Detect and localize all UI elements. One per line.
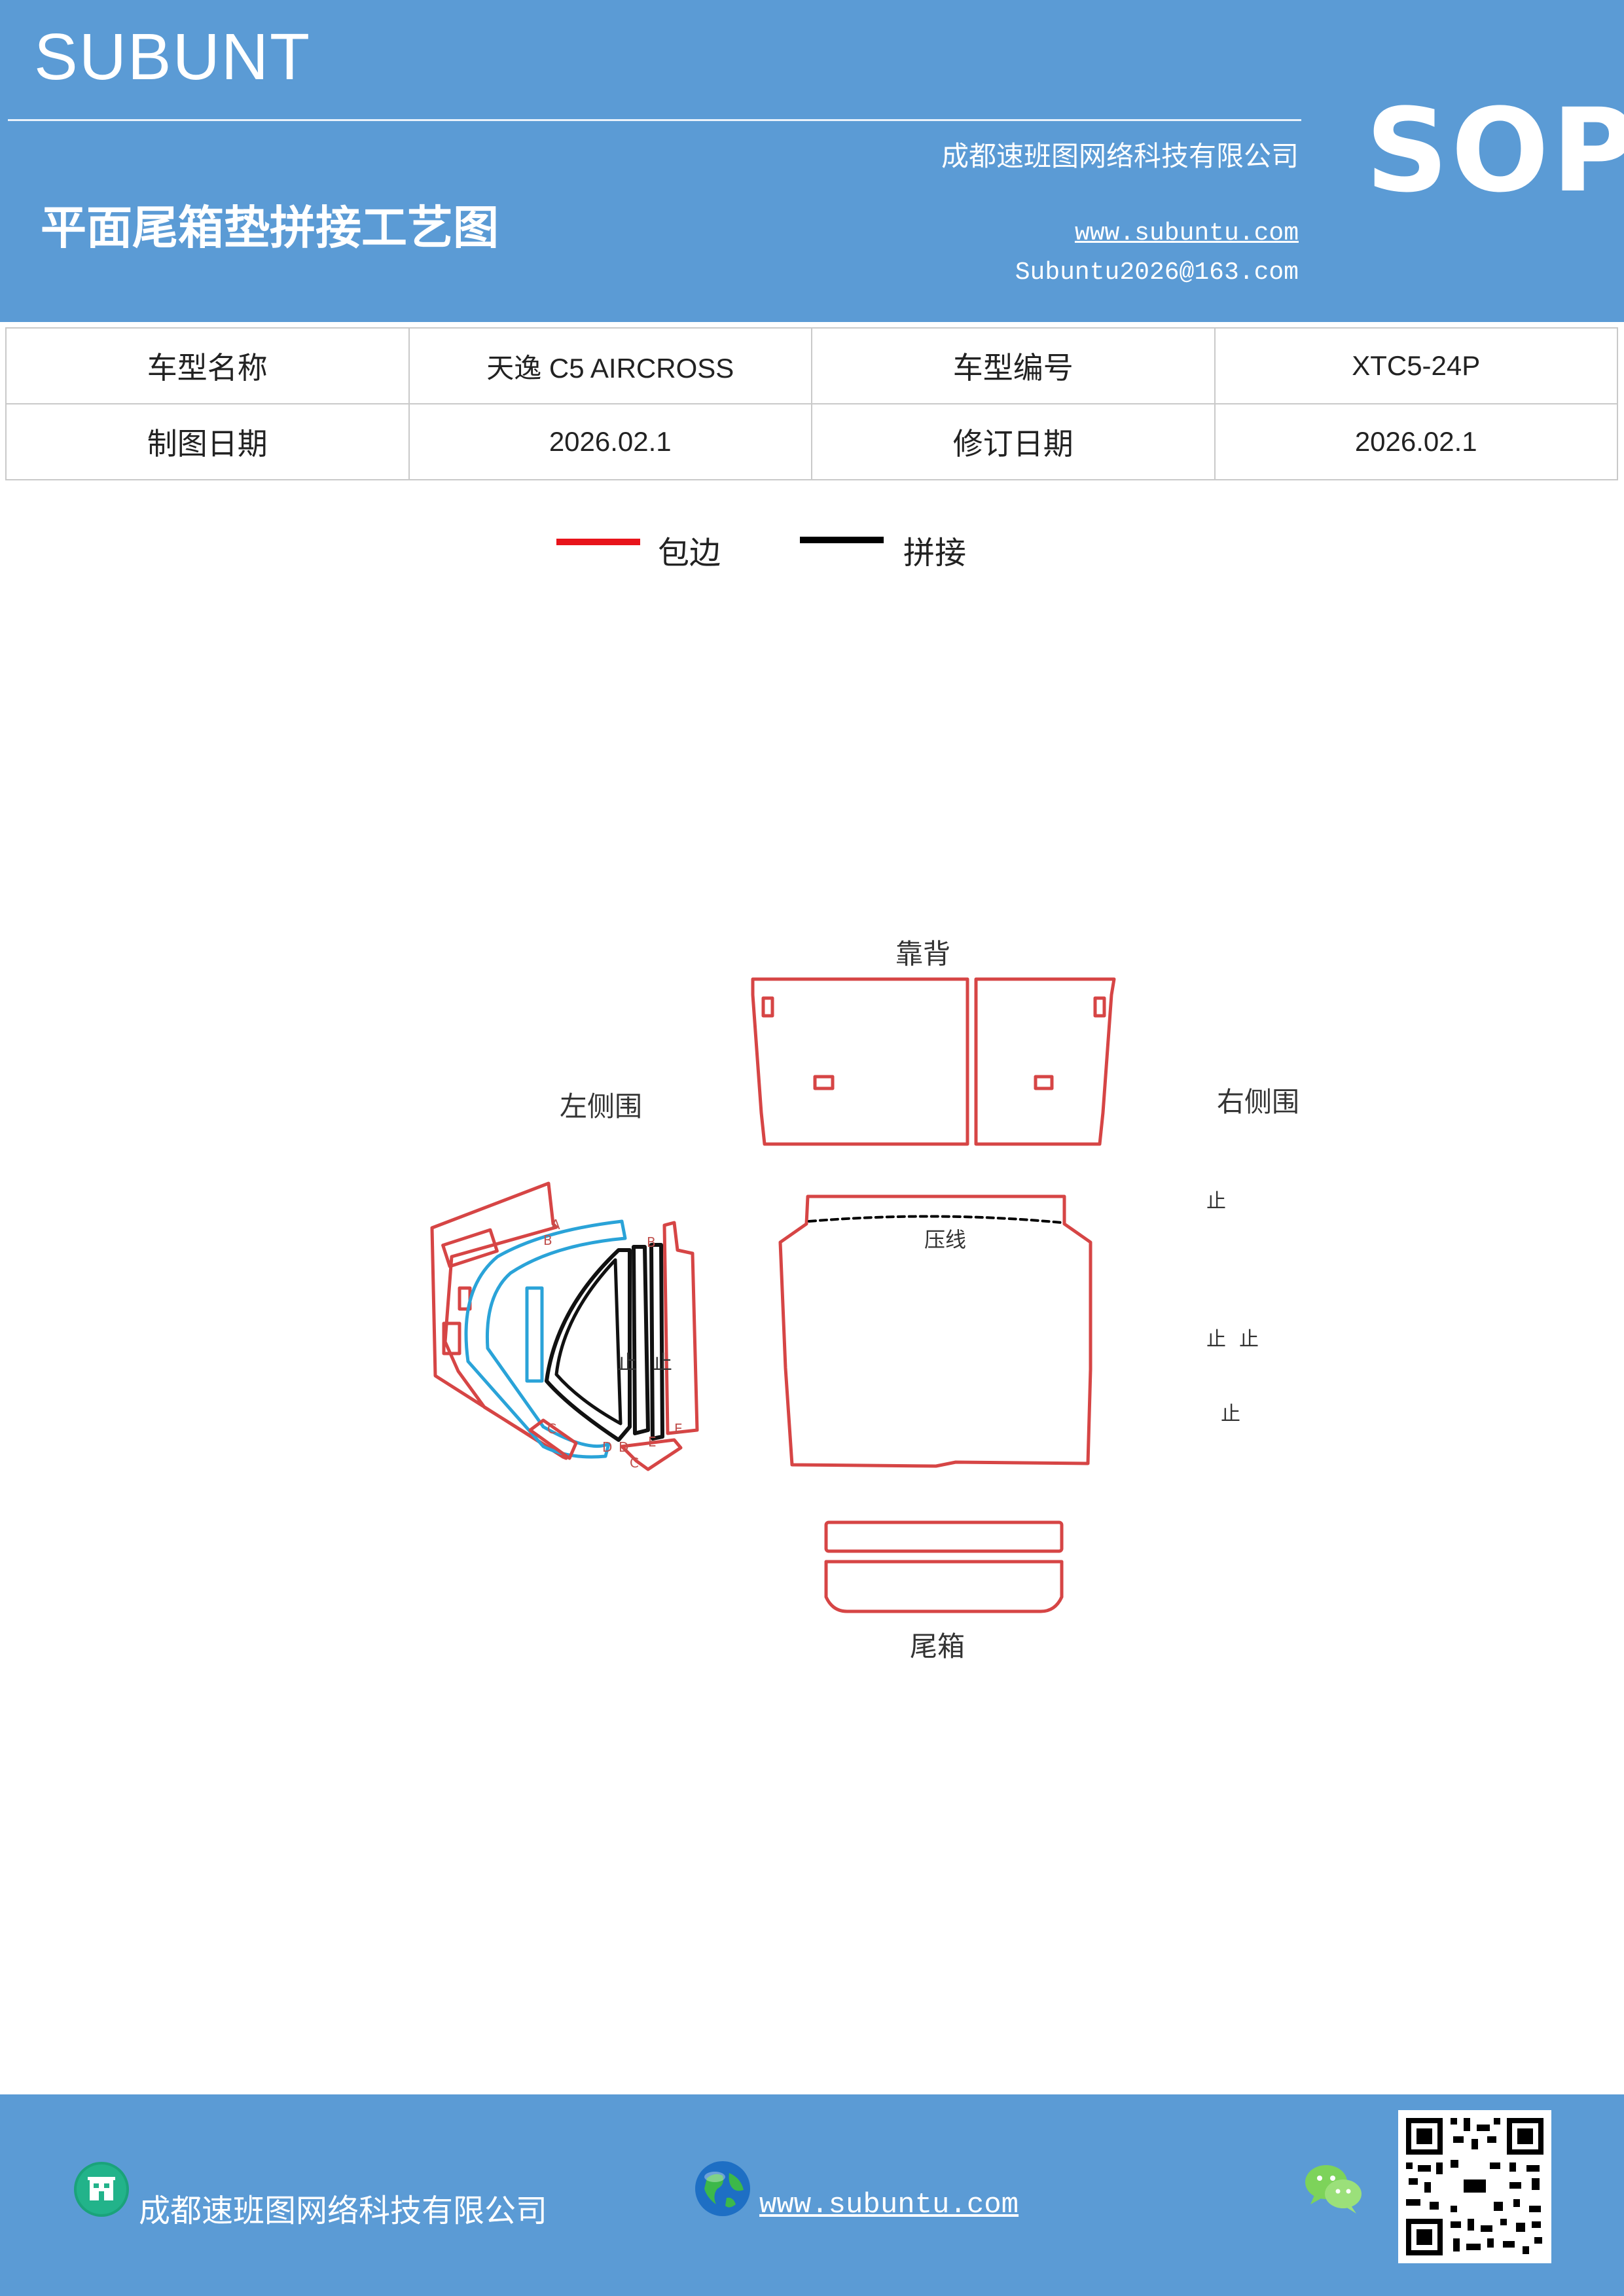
left-side-label: 左侧围: [560, 1090, 642, 1122]
table-row: 车型名称 天逸 C5 AIRCROSS 车型编号 XTC5-24P: [5, 327, 1618, 404]
revise-date-value: 2026.02.1: [1214, 403, 1618, 480]
left-bottom-piece: [620, 1438, 683, 1471]
seam-letter: C: [547, 1421, 556, 1437]
seam-letter: B: [647, 1234, 656, 1250]
info-table: 车型名称 天逸 C5 AIRCROSS 车型编号 XTC5-24P 制图日期 2…: [5, 327, 1618, 480]
stop-mark: 止: [1239, 1328, 1259, 1351]
legend-edge-label: 包边: [658, 535, 721, 571]
backrest-slot: [1093, 996, 1106, 1018]
backrest-slot: [761, 996, 774, 1018]
trunk-strips: [824, 1520, 1064, 1613]
seam-letter: A: [551, 1217, 560, 1232]
left-side-panel: [430, 1181, 699, 1471]
document-title: 平面尾箱垫拼接工艺图: [41, 201, 499, 255]
sop-badge: SOP: [1365, 84, 1624, 218]
left-bottom-piece: [528, 1418, 578, 1460]
left-joint-strip: [632, 1245, 650, 1435]
wechat-icon: [1305, 2165, 1362, 2214]
seam-letter: E: [648, 1434, 657, 1450]
left-outer-edge: [430, 1181, 568, 1460]
stop-mark: 止: [1206, 1328, 1226, 1351]
email-address: Subuntu2026@163.com: [1015, 259, 1299, 287]
seam-letter: D: [619, 1439, 628, 1455]
stop-mark: 止: [1206, 1190, 1226, 1213]
left-inner-strip: [525, 1286, 544, 1383]
draw-date-value: 2026.02.1: [408, 403, 812, 480]
stop-mark: 止: [653, 1352, 672, 1374]
trunk-label: 尾箱: [910, 1630, 965, 1662]
header-divider: [8, 119, 1301, 121]
backrest-label: 靠背: [895, 938, 950, 970]
brand-name: SUBUNT: [34, 20, 312, 94]
right-side-label: 右侧围: [1217, 1086, 1299, 1118]
seam-letter: D: [602, 1439, 612, 1455]
backrest-right-panel: [974, 977, 1116, 1146]
header-banner: SUBUNT 成都速班图网络科技有限公司 SOP 平面尾箱垫拼接工艺图 www.…: [0, 0, 1624, 322]
draw-date-label: 制图日期: [5, 403, 410, 480]
legend-edge-swatch: [556, 539, 640, 545]
left-joint-panel: [545, 1248, 632, 1442]
legend-joint-swatch: [800, 537, 884, 543]
backrest-slot: [1034, 1075, 1054, 1090]
footer-website[interactable]: www.subuntu.com: [759, 2189, 1019, 2221]
stop-mark: 止: [1221, 1403, 1240, 1426]
backrest-panels: [751, 977, 1116, 1146]
footer-company: 成都速班图网络科技有限公司: [139, 2193, 548, 2229]
seam-letter: C: [630, 1455, 639, 1471]
seam-letter: B: [543, 1232, 552, 1248]
left-joint-strip: [649, 1243, 664, 1441]
model-name-label: 车型名称: [5, 327, 410, 404]
website-link[interactable]: www.subuntu.com: [1074, 219, 1299, 247]
left-blue-edge: [464, 1219, 627, 1459]
backrest-slot: [813, 1075, 835, 1090]
revise-date-label: 修订日期: [811, 403, 1216, 480]
model-name-value: 天逸 C5 AIRCROSS: [408, 327, 812, 404]
qr-code[interactable]: [1398, 2110, 1551, 2263]
cutting-diagram: 靠背 左侧围 右侧围 压线 尾箱 止 止 止 止 止 止 A B B C C D…: [430, 938, 1299, 1662]
floor-panel: [778, 1194, 1092, 1468]
crease-label: 压线: [924, 1227, 966, 1252]
globe-icon: [695, 2161, 750, 2216]
left-end-strip: [662, 1221, 699, 1435]
table-row: 制图日期 2026.02.1 修订日期 2026.02.1: [5, 403, 1618, 480]
model-code-label: 车型编号: [811, 327, 1216, 404]
building-icon: [74, 2162, 129, 2217]
crease-line: [808, 1215, 1063, 1224]
left-joint-panel-inner: [554, 1258, 623, 1426]
backrest-left-panel: [751, 977, 969, 1146]
legend-joint-label: 拼接: [903, 535, 967, 571]
stop-mark: 止: [617, 1352, 637, 1374]
seam-letter: E: [674, 1421, 683, 1437]
model-code-value: XTC5-24P: [1214, 327, 1618, 404]
company-name: 成都速班图网络科技有限公司: [941, 140, 1299, 172]
